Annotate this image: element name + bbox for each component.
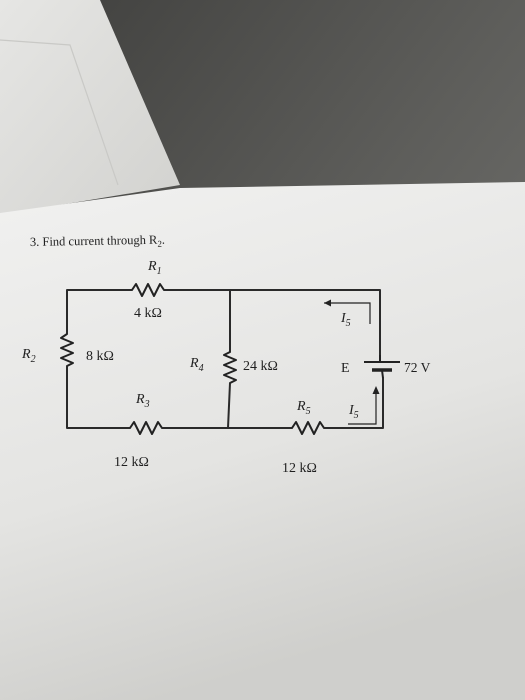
source-symbol: E (341, 361, 350, 376)
current-arrow-bottom (348, 386, 380, 425)
r5-value: 12 kΩ (282, 461, 317, 476)
r1-symbol: R1 (147, 259, 162, 277)
battery-symbol (364, 355, 400, 379)
wire-top-left (66, 289, 133, 335)
current-arrow-top (324, 299, 371, 324)
wire-middle-vertical-lower (227, 382, 231, 429)
r3-resistor (129, 421, 163, 435)
r1-value: 4 kΩ (134, 306, 162, 321)
r2-value: 8 kΩ (86, 349, 114, 364)
r4-value: 24 kΩ (243, 359, 278, 374)
r3-symbol: R3 (135, 392, 150, 410)
r3-value: 12 kΩ (114, 455, 149, 470)
source-value: 72 V (404, 360, 431, 375)
back-paper-fold (0, 39, 119, 186)
r4-symbol: R4 (189, 356, 204, 374)
wire-bottom-right (323, 377, 384, 429)
circuit-diagram (60, 283, 400, 435)
back-paper-sheet (0, 0, 180, 215)
r2-resistor (60, 333, 74, 367)
wire-top-right (163, 289, 381, 356)
r2-symbol: R2 (21, 347, 36, 365)
problem-heading: 3. Find current through R2. (30, 233, 165, 251)
r5-resistor (291, 421, 325, 435)
wire-left-lower (66, 365, 131, 429)
current-label-top: I5 (340, 311, 351, 329)
r4-resistor (223, 351, 237, 384)
worksheet-paper (0, 182, 525, 700)
r5-symbol: R5 (296, 399, 311, 417)
r1-resistor (131, 283, 165, 297)
current-label-bottom: I5 (348, 403, 359, 421)
